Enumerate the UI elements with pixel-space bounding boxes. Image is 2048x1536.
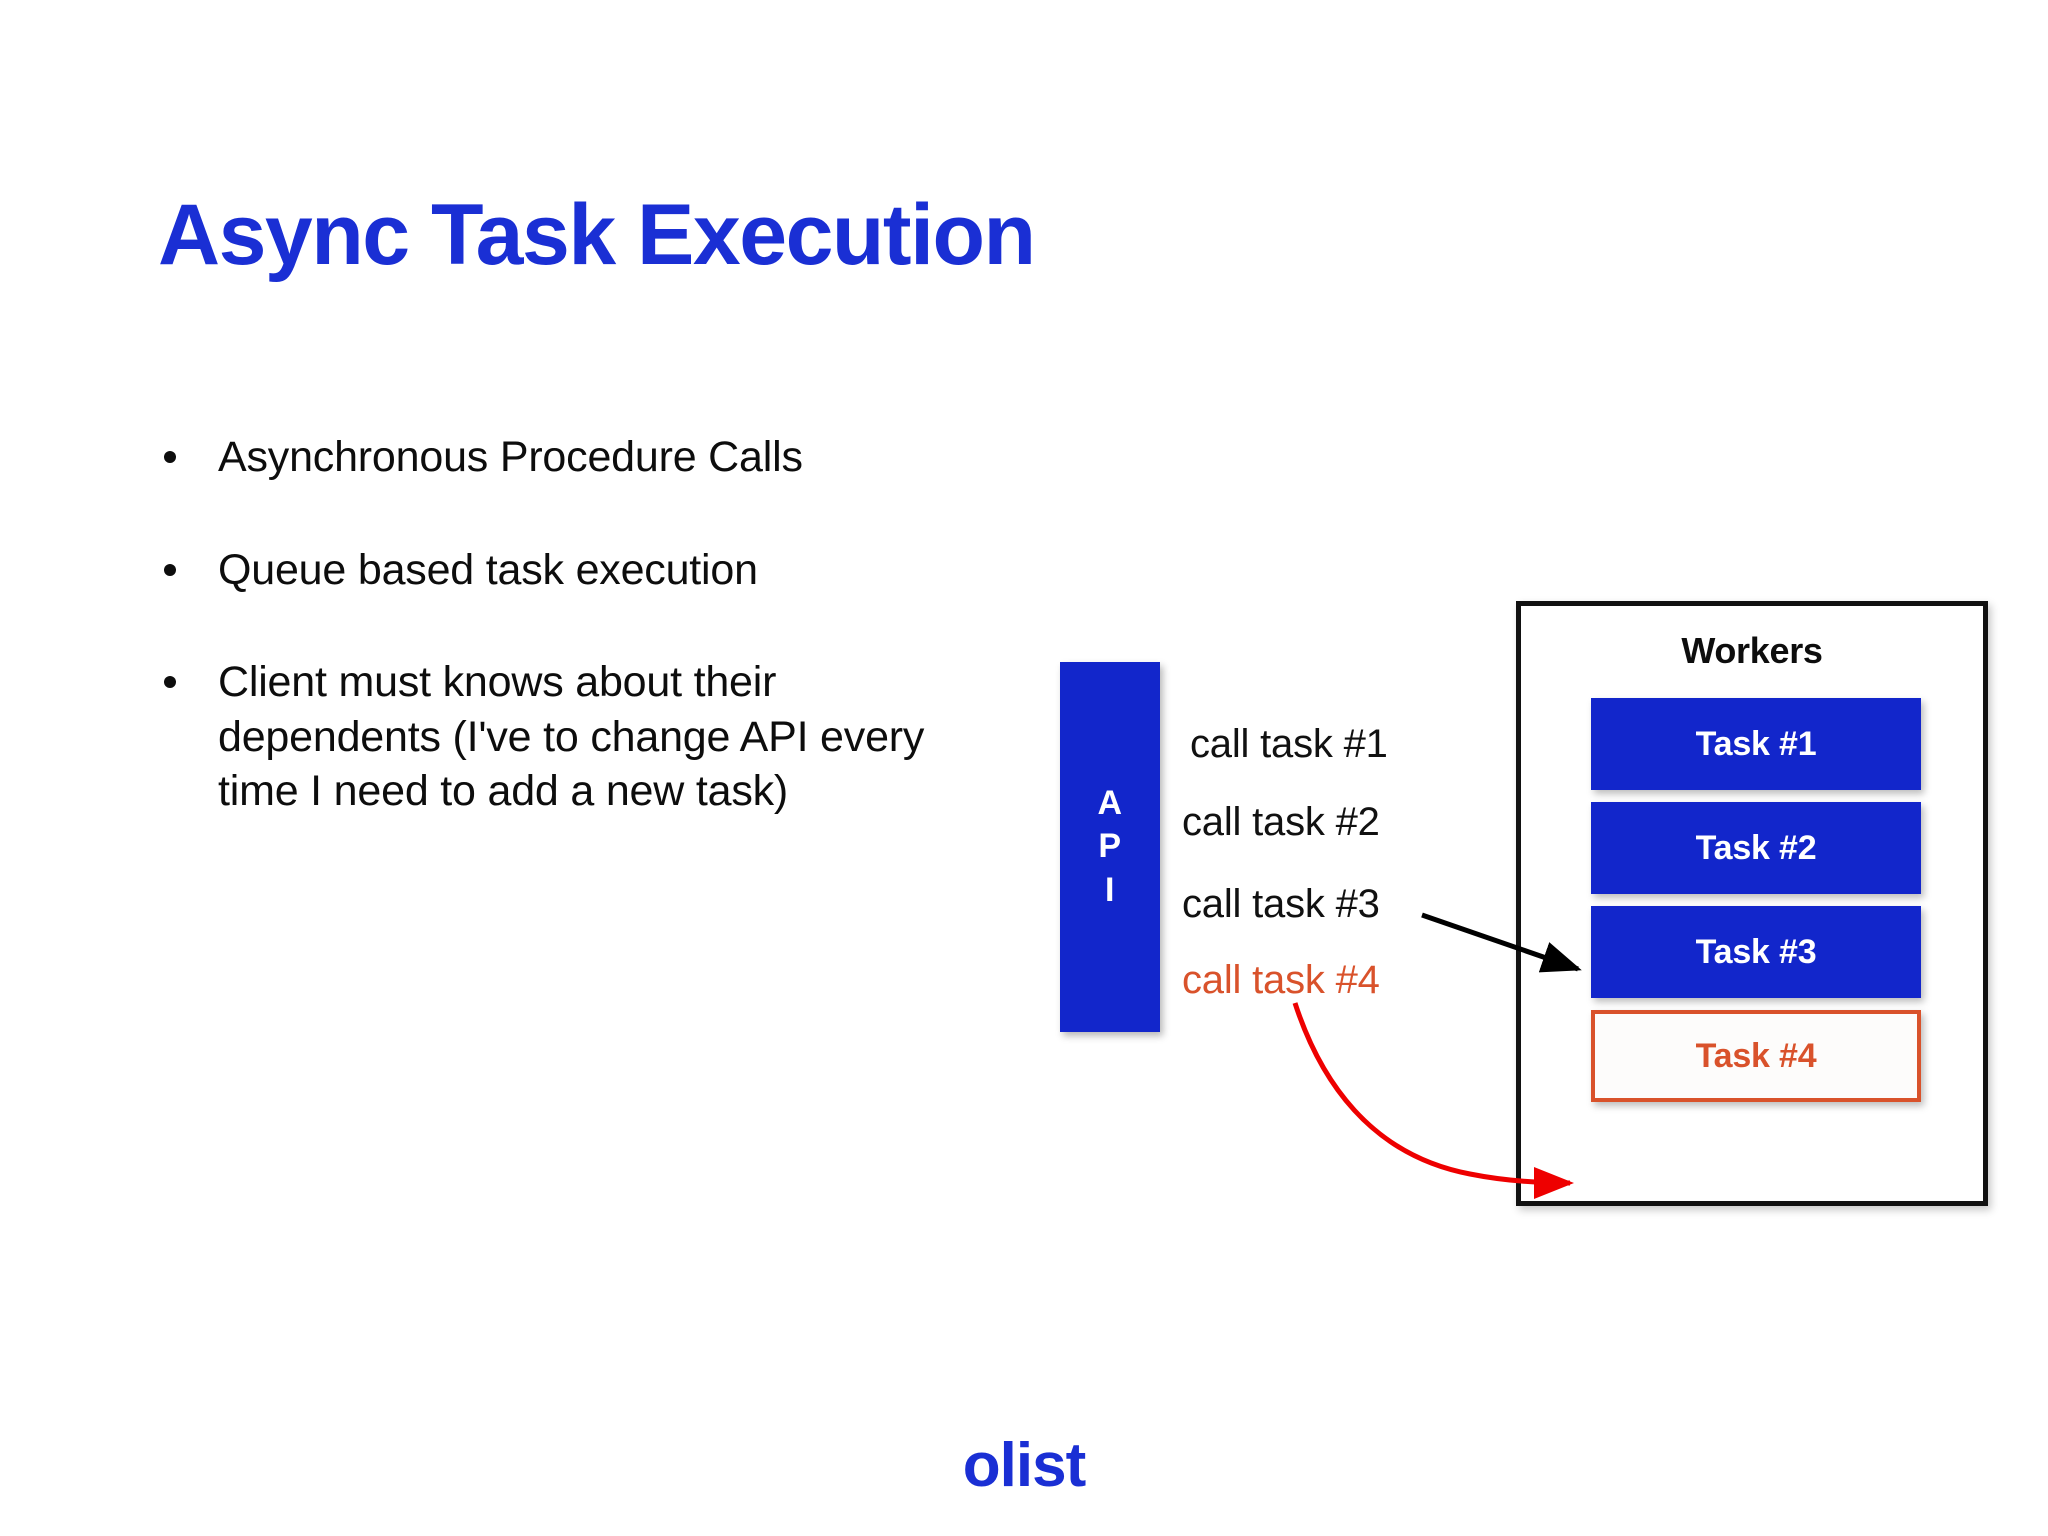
list-item: Queue based task execution — [150, 543, 990, 598]
list-item: Client must knows about their dependents… — [150, 655, 990, 819]
list-item: Asynchronous Procedure Calls — [150, 430, 990, 485]
olist-logo: olist — [962, 1431, 1086, 1500]
worker-task-3: Task #3 — [1591, 906, 1921, 998]
workers-container: Workers Task #1 Task #2 Task #3 Task #4 — [1516, 601, 1988, 1206]
api-letter-i: I — [1105, 870, 1115, 909]
bullet-text: Asynchronous Procedure Calls — [218, 433, 803, 481]
bullet-dot-icon — [164, 451, 176, 463]
api-letter-a: A — [1097, 783, 1123, 822]
worker-task-2: Task #2 — [1591, 802, 1921, 894]
bullet-dot-icon — [164, 676, 176, 689]
call-task-2-label: call task #2 — [1182, 800, 1380, 844]
bullet-text: Client must knows about their dependents… — [218, 658, 925, 816]
api-block: A P I — [1060, 662, 1160, 1032]
bullet-dot-icon — [164, 563, 176, 576]
call-task-1-label: call task #1 — [1190, 722, 1388, 766]
page-title: Async Task Execution — [158, 186, 1036, 283]
worker-task-4: Task #4 — [1591, 1010, 1921, 1102]
api-letter-p: P — [1098, 827, 1122, 866]
worker-task-1: Task #1 — [1591, 698, 1921, 790]
call-task-4-label: call task #4 — [1182, 958, 1380, 1002]
bullet-text: Queue based task execution — [218, 545, 758, 594]
worker-task-list: Task #1 Task #2 Task #3 Task #4 — [1591, 698, 1921, 1114]
call-task-3-label: call task #3 — [1182, 882, 1380, 926]
bullet-list: Asynchronous Procedure Calls Queue based… — [150, 430, 990, 819]
workers-title: Workers — [1681, 630, 1823, 671]
